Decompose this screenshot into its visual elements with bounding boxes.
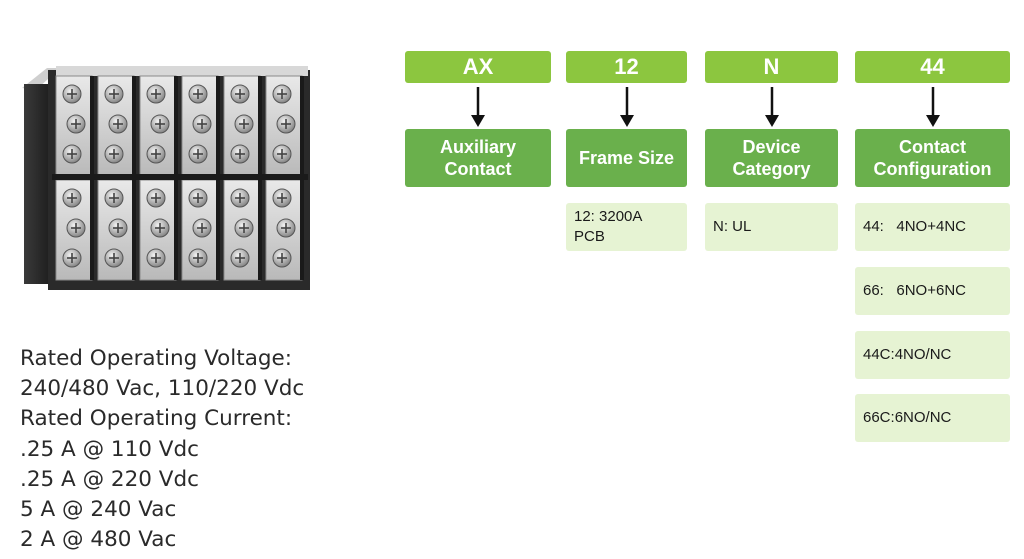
contact-option-44: 44: 4NO+4NC <box>855 203 1010 251</box>
arrow-down-icon <box>926 87 940 127</box>
contact-option-code: 66C: <box>863 409 895 426</box>
arrow-down-icon <box>620 87 634 127</box>
contact-option-66c: 66C:6NO/NC <box>855 394 1010 442</box>
contact-option-code: 66: <box>863 282 884 299</box>
contact-option-desc: 6NO/NC <box>894 409 952 426</box>
spec-line: Rated Operating Current: <box>20 406 293 432</box>
contact-option-code: 44: <box>863 218 884 235</box>
category-device-category: Device Category <box>705 129 838 187</box>
spec-line: 240/480 Vac, 110/220 Vdc <box>20 376 305 402</box>
device-category-option: N: UL <box>705 203 838 251</box>
code-frame-size: 12 <box>566 51 687 83</box>
frame-size-option: 12: 3200A PCB <box>566 203 687 251</box>
ratings-specs: Rated Operating Voltage: 240/480 Vac, 11… <box>20 344 420 555</box>
code-auxiliary: AX <box>405 51 551 83</box>
contact-option-66: 66: 6NO+6NC <box>855 267 1010 315</box>
category-contact-configuration: Contact Configuration <box>855 129 1010 187</box>
spec-line: 5 A @ 240 Vac <box>20 497 177 523</box>
contact-option-44c: 44C:4NO/NC <box>855 331 1010 379</box>
contact-option-desc: 6NO+6NC <box>896 282 966 299</box>
code-contact-configuration: 44 <box>855 51 1010 83</box>
device-category-option-text: N: UL <box>713 218 752 235</box>
contact-option-code: 44C: <box>863 346 895 363</box>
contact-option-desc: 4NO+4NC <box>896 218 966 235</box>
spec-line: 2 A @ 480 Vac <box>20 527 177 553</box>
arrow-down-icon <box>765 87 779 127</box>
spec-line: .25 A @ 220 Vdc <box>20 466 199 492</box>
frame-size-option-line: PCB <box>574 228 605 245</box>
category-frame-size: Frame Size <box>566 129 687 187</box>
arrow-down-icon <box>471 87 485 127</box>
auxiliary-contact-image <box>22 66 310 290</box>
spec-line: .25 A @ 110 Vdc <box>20 436 199 462</box>
code-device-category: N <box>705 51 838 83</box>
category-auxiliary-contact: Auxiliary Contact <box>405 129 551 187</box>
contact-option-desc: 4NO/NC <box>894 346 952 363</box>
spec-line: Rated Operating Voltage: <box>20 346 292 371</box>
frame-size-option-line: 12: 3200A <box>574 208 643 225</box>
